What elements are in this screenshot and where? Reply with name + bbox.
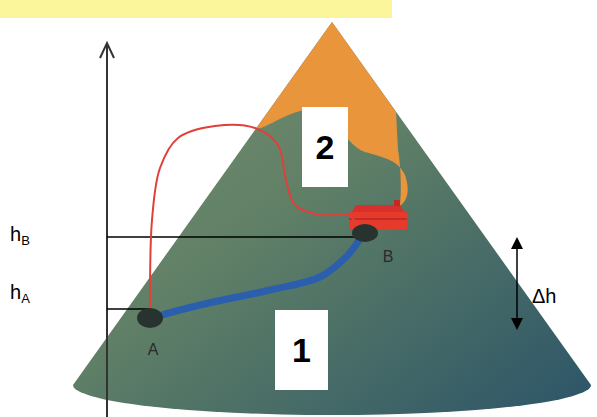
title-bar [0, 0, 392, 18]
point-dot [137, 308, 163, 328]
dimension-label: Δh [532, 286, 556, 306]
mountain-cone [73, 22, 591, 415]
route-path [150, 125, 358, 308]
route-path [162, 241, 358, 315]
point-marker: A [137, 308, 163, 328]
callout-number: 2 [316, 130, 335, 164]
point-dot [352, 224, 378, 242]
callout-box: 2 [302, 107, 348, 187]
height-axis [100, 43, 114, 417]
level-line [107, 236, 357, 238]
callout-box: 1 [275, 310, 328, 390]
point-label: A [148, 342, 159, 358]
point-dot [137, 308, 163, 328]
height-label: hB [10, 224, 30, 247]
point-dot [352, 224, 378, 242]
point-marker: B [352, 224, 378, 242]
mountain-top [255, 22, 408, 206]
dimension-arrow [511, 237, 523, 330]
height-label: hA [10, 282, 30, 305]
point-label: B [383, 249, 394, 265]
callout-number: 1 [292, 333, 311, 367]
